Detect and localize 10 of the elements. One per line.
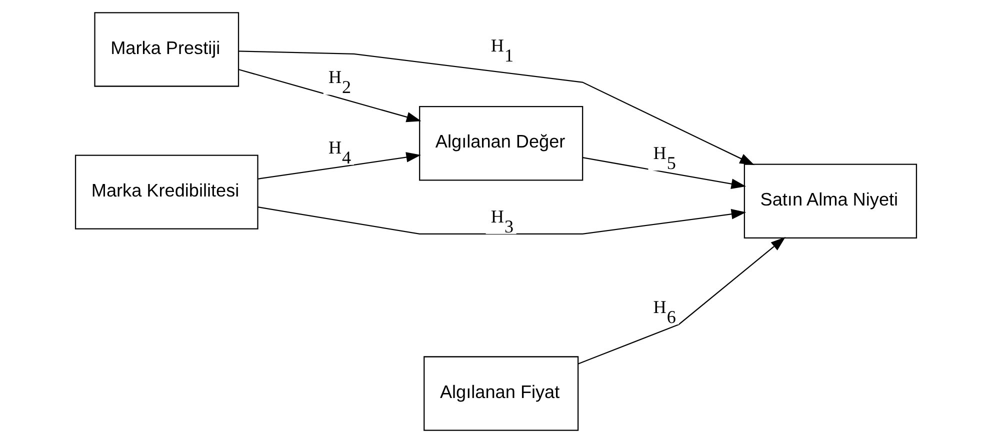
node-box: Algılanan Değer	[418, 106, 583, 181]
node-box: Algılanan Fiyat	[423, 356, 578, 431]
arrow	[577, 237, 785, 364]
arrow	[258, 152, 420, 180]
node-box: Satın Alma Niyeti	[743, 164, 917, 238]
arrow	[257, 206, 746, 235]
node-box: Marka Prestiji	[94, 12, 239, 87]
arrow	[582, 157, 746, 189]
arrow	[238, 68, 421, 122]
node-box: Marka Kredibilitesi	[74, 154, 258, 230]
